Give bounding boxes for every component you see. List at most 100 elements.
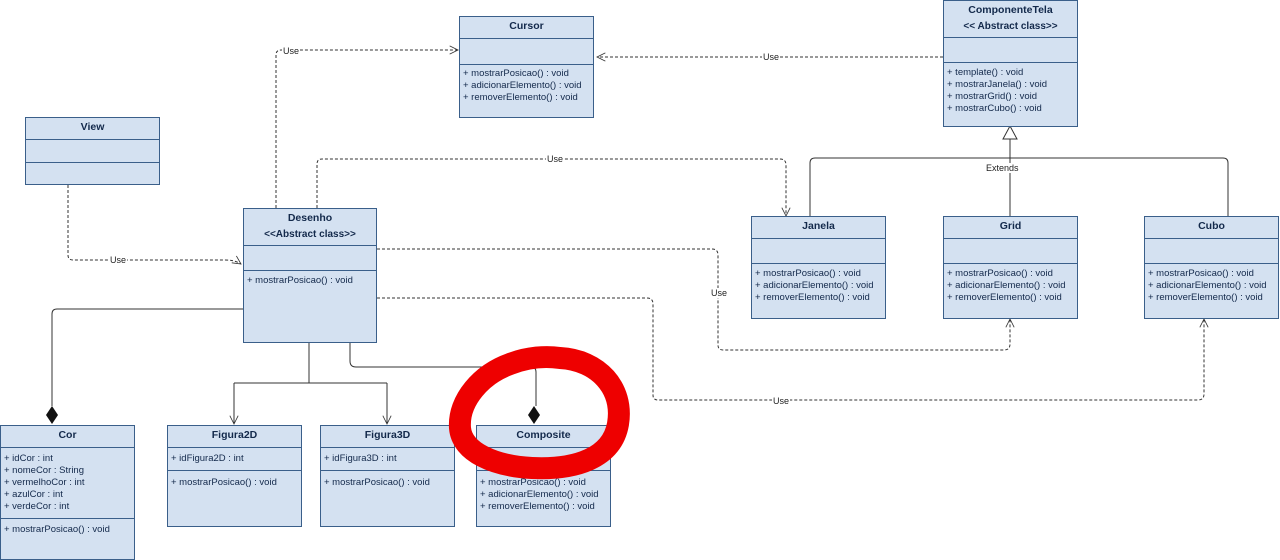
composition-diamond-composite bbox=[528, 406, 540, 424]
divider bbox=[168, 470, 301, 471]
attribute: + nomeCor : String bbox=[4, 465, 84, 476]
dep-desenho-janela bbox=[316, 158, 786, 216]
method: + removerElemento() : void bbox=[480, 501, 595, 512]
class-name: ComponenteTela bbox=[968, 4, 1053, 16]
method: + adicionarElemento() : void bbox=[755, 280, 874, 291]
class-cubo[interactable]: Cubo + mostrarPosicao() : void + adicion… bbox=[1144, 216, 1279, 319]
divider bbox=[460, 38, 593, 39]
class-cursor[interactable]: Cursor + mostrarPosicao() : void + adici… bbox=[459, 16, 594, 118]
attribute: + azulCor : int bbox=[4, 489, 63, 500]
method: + removerElemento() : void bbox=[947, 292, 1062, 303]
divider bbox=[26, 139, 159, 140]
class-view[interactable]: View bbox=[25, 117, 160, 185]
method-list: + mostrarPosicao() : void + adicionarEle… bbox=[463, 68, 591, 104]
class-stereotype: << Abstract class>> bbox=[963, 21, 1058, 32]
divider bbox=[1, 518, 134, 519]
divider bbox=[477, 470, 610, 471]
use-label: Use bbox=[109, 255, 128, 265]
method: + adicionarElemento() : void bbox=[947, 280, 1066, 291]
divider bbox=[944, 263, 1077, 264]
composition-diamond-cor bbox=[46, 406, 58, 424]
method: + mostrarJanela() : void bbox=[947, 79, 1048, 90]
method-list: + mostrarPosicao() : void bbox=[4, 524, 132, 536]
method-list: + mostrarPosicao() : void bbox=[247, 275, 374, 287]
divider bbox=[244, 245, 376, 246]
assoc-desenho-figuras bbox=[234, 342, 387, 384]
divider bbox=[752, 238, 885, 239]
class-name: Composite bbox=[516, 429, 571, 441]
class-name: Cor bbox=[58, 429, 77, 441]
class-name: Figura2D bbox=[211, 429, 258, 441]
divider bbox=[168, 447, 301, 448]
method-list: + mostrarPosicao() : void + adicionarEle… bbox=[480, 477, 608, 513]
class-name: Figura3D bbox=[364, 429, 411, 441]
divider bbox=[477, 447, 610, 448]
divider bbox=[1145, 238, 1278, 239]
class-desenho[interactable]: Desenho <<Abstract class>> + mostrarPosi… bbox=[243, 208, 377, 343]
use-label: Use bbox=[282, 46, 301, 56]
class-janela[interactable]: Janela + mostrarPosicao() : void + adici… bbox=[751, 216, 886, 319]
class-figura3d[interactable]: Figura3D + idFigura3D : int + mostrarPos… bbox=[320, 425, 455, 527]
class-figura2d[interactable]: Figura2D + idFigura2D : int + mostrarPos… bbox=[167, 425, 302, 527]
class-grid[interactable]: Grid + mostrarPosicao() : void + adicion… bbox=[943, 216, 1078, 319]
divider bbox=[1, 447, 134, 448]
divider bbox=[752, 263, 885, 264]
method: + adicionarElemento() : void bbox=[480, 489, 599, 500]
method: + template() : void bbox=[947, 67, 1024, 78]
method-list: + mostrarPosicao() : void + adicionarEle… bbox=[1148, 268, 1276, 304]
attribute: + idFigura2D : int bbox=[171, 453, 244, 464]
divider bbox=[944, 238, 1077, 239]
comp-desenho-composite bbox=[349, 343, 537, 406]
generalization-triangle bbox=[1002, 124, 1018, 140]
method: + mostrarPosicao() : void bbox=[171, 477, 277, 488]
divider bbox=[460, 64, 593, 65]
attribute: + idCor : int bbox=[4, 453, 53, 464]
method: + adicionarElemento() : void bbox=[463, 80, 582, 91]
use-label: Use bbox=[772, 396, 791, 406]
method: + mostrarCubo() : void bbox=[947, 103, 1042, 114]
class-name: Desenho bbox=[287, 212, 333, 224]
method: + mostrarGrid() : void bbox=[947, 91, 1038, 102]
comp-desenho-cor bbox=[51, 308, 243, 406]
dep-view-desenho bbox=[67, 185, 241, 264]
class-composite[interactable]: Composite + mostrarPosicao() : void + ad… bbox=[476, 425, 611, 527]
method: + mostrarPosicao() : void bbox=[1148, 268, 1254, 279]
method: + mostrarPosicao() : void bbox=[947, 268, 1053, 279]
class-name: View bbox=[80, 121, 105, 133]
class-cor[interactable]: Cor + idCor : int + nomeCor : String + v… bbox=[0, 425, 135, 560]
divider bbox=[321, 447, 454, 448]
attribute: + idFigura3D : int bbox=[324, 453, 397, 464]
method-list: + mostrarPosicao() : void + adicionarEle… bbox=[947, 268, 1075, 304]
attribute: + verdeCor : int bbox=[4, 501, 70, 512]
use-label: Use bbox=[710, 288, 729, 298]
method-list: + mostrarPosicao() : void + adicionarEle… bbox=[755, 268, 883, 304]
method: + mostrarPosicao() : void bbox=[247, 275, 353, 286]
extends-label: Extends bbox=[985, 163, 1020, 173]
divider bbox=[321, 470, 454, 471]
class-name: Grid bbox=[999, 220, 1022, 232]
class-name: Cubo bbox=[1198, 220, 1225, 232]
gen-cubo bbox=[1010, 157, 1229, 216]
attribute: + vermelhoCor : int bbox=[4, 477, 85, 488]
method: + removerElemento() : void bbox=[755, 292, 870, 303]
attribute-list: + idCor : int + nomeCor : String + verme… bbox=[4, 453, 132, 513]
method: + mostrarPosicao() : void bbox=[324, 477, 430, 488]
divider bbox=[944, 62, 1077, 63]
method: + removerElemento() : void bbox=[463, 92, 578, 103]
method: + mostrarPosicao() : void bbox=[4, 524, 110, 535]
method: + mostrarPosicao() : void bbox=[480, 477, 586, 488]
class-name: Cursor bbox=[509, 20, 544, 32]
use-label: Use bbox=[546, 154, 565, 164]
divider bbox=[944, 37, 1077, 38]
divider bbox=[26, 162, 159, 163]
method: + mostrarPosicao() : void bbox=[463, 68, 569, 79]
divider bbox=[1145, 263, 1278, 264]
class-stereotype: <<Abstract class>> bbox=[264, 229, 356, 240]
method-list: + template() : void + mostrarJanela() : … bbox=[947, 67, 1075, 115]
method-list: + mostrarPosicao() : void bbox=[324, 477, 452, 489]
attribute-list: + idFigura3D : int bbox=[324, 453, 452, 465]
use-label: Use bbox=[762, 52, 781, 62]
class-componentetela[interactable]: ComponenteTela << Abstract class>> + tem… bbox=[943, 0, 1078, 127]
attribute-list: + idFigura2D : int bbox=[171, 453, 299, 465]
method: + removerElemento() : void bbox=[1148, 292, 1263, 303]
